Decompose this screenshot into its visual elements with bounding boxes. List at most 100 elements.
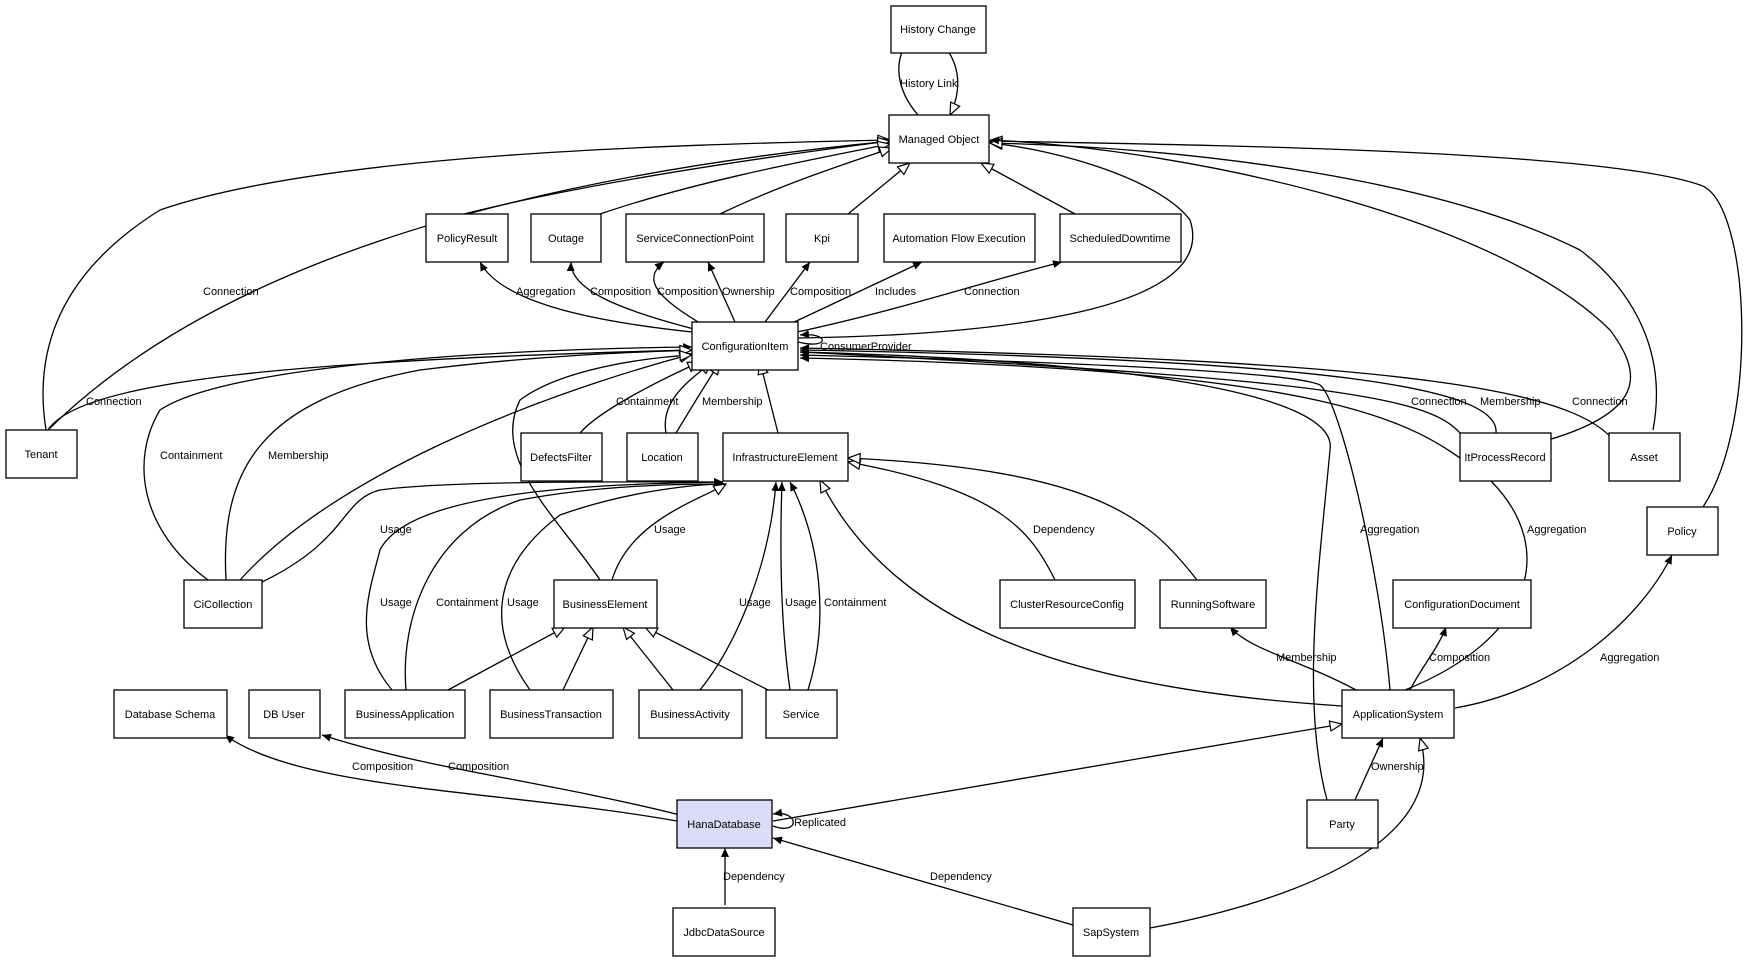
edge-label-hana-dbuser-composition: Composition: [448, 761, 509, 773]
edge-label-ci-downtime: Connection: [964, 286, 1020, 298]
node-label: InfrastructureElement: [732, 452, 837, 464]
node-managed-object[interactable]: Managed Object: [888, 114, 990, 164]
edge-label-bizelement-usage: Usage: [654, 524, 686, 536]
edge-label-tenant-mo-connection: Connection: [203, 286, 259, 298]
node-label: ApplicationSystem: [1353, 709, 1444, 721]
edge-label-service-containment: Containment: [824, 597, 886, 609]
edge-sap-hana: [772, 836, 1074, 926]
edge-tenant-mo-2: [47, 137, 893, 431]
node-label: ClusterResourceConfig: [1010, 599, 1124, 611]
node-policy-result[interactable]: PolicyResult: [425, 213, 509, 263]
edge-label-cluster-dependency: Dependency: [1033, 524, 1095, 536]
edge-service-bizelement: [645, 627, 769, 691]
node-jdbc-data-source[interactable]: JdbcDataSource: [672, 907, 776, 957]
node-outage[interactable]: Outage: [530, 213, 602, 263]
node-label: Party: [1329, 819, 1355, 831]
edge-bizact-bizelement: [623, 627, 674, 691]
edge-bizact-infra: [699, 481, 780, 691]
node-label: BusinessActivity: [650, 709, 730, 721]
edge-label-asset-connection: Connection: [1572, 396, 1628, 408]
node-defects-filter[interactable]: DefectsFilter: [520, 432, 603, 482]
node-label: ItProcessRecord: [1464, 452, 1545, 464]
edge-label-hana-schema-composition: Composition: [352, 761, 413, 773]
node-ci-collection[interactable]: CiCollection: [183, 579, 263, 629]
edge-hana-dbuser: [321, 733, 681, 816]
node-configuration-document[interactable]: ConfigurationDocument: [1392, 579, 1532, 629]
edge-cluster-infra: [848, 462, 1056, 581]
edge-bizapp-infra-usage: [365, 478, 724, 691]
node-location[interactable]: Location: [626, 432, 699, 482]
node-kpi[interactable]: Kpi: [785, 213, 859, 263]
node-label: CiCollection: [194, 599, 253, 611]
node-label: ScheduledDowntime: [1070, 233, 1171, 245]
edge-label-collection-containment: Containment: [160, 450, 222, 462]
edge-label-appsys-policy-aggregation: Aggregation: [1600, 652, 1659, 664]
node-scheduled-downtime[interactable]: ScheduledDowntime: [1059, 213, 1182, 263]
node-business-element[interactable]: BusinessElement: [553, 579, 658, 629]
edge-itprocess-mo: [989, 136, 1632, 441]
edge-hana-schema: [224, 734, 678, 822]
edge-label-ci-policyresult: Aggregation: [516, 286, 575, 298]
edge-bizelement-infra: [611, 484, 726, 581]
node-it-process-record[interactable]: ItProcessRecord: [1459, 432, 1552, 482]
edge-hana-appsys: [772, 724, 1342, 822]
node-label: BusinessApplication: [356, 709, 454, 721]
node-label: PolicyResult: [437, 233, 498, 245]
node-label: Tenant: [24, 449, 57, 461]
edge-label-ci-outage: Composition: [590, 286, 651, 298]
node-label: SapSystem: [1083, 927, 1139, 939]
node-service-connection-point[interactable]: ServiceConnectionPoint: [625, 213, 765, 263]
node-label: Database Schema: [125, 709, 216, 721]
node-database-schema[interactable]: Database Schema: [113, 689, 228, 739]
edge-collection-ci-containment: [143, 343, 693, 581]
nodes: History Change Managed Object PolicyResu…: [5, 5, 1719, 957]
edge-label-bizapp-usage: Usage: [380, 597, 412, 609]
node-label: Policy: [1667, 526, 1697, 538]
node-business-application[interactable]: BusinessApplication: [344, 689, 466, 739]
edge-asset-ci: [799, 344, 1621, 451]
node-configuration-item[interactable]: ConfigurationItem: [691, 321, 799, 371]
edge-label-appsys-running-membership: Membership: [1276, 652, 1337, 664]
edge-tenant-ci: [47, 346, 693, 431]
node-application-system[interactable]: ApplicationSystem: [1341, 689, 1455, 739]
edge-appsys-doc: [1409, 626, 1447, 691]
node-tenant[interactable]: Tenant: [5, 429, 78, 479]
node-cluster-resource-config[interactable]: ClusterResourceConfig: [999, 579, 1136, 629]
edge-label-ci-self: ConsumerProvider: [820, 341, 912, 353]
edge-label-hana-replicated: Replicated: [794, 817, 846, 829]
node-history-change[interactable]: History Change: [890, 5, 987, 54]
node-sap-system[interactable]: SapSystem: [1072, 907, 1151, 957]
edge-bizelement-ci: [512, 355, 692, 581]
edge-tenant-mo-1: [42, 140, 890, 431]
node-business-activity[interactable]: BusinessActivity: [638, 689, 743, 739]
node-party[interactable]: Party: [1306, 799, 1379, 849]
node-automation-flow-execution[interactable]: Automation Flow Execution: [883, 213, 1036, 263]
node-label: HanaDatabase: [687, 819, 760, 831]
edge-kpi-mo: [847, 163, 910, 215]
node-business-transaction[interactable]: BusinessTransaction: [489, 689, 614, 739]
edge-label-sap-dependency: Dependency: [930, 871, 992, 883]
node-hana-database[interactable]: HanaDatabase: [676, 799, 773, 849]
node-label: ServiceConnectionPoint: [636, 233, 753, 245]
node-label: ConfigurationItem: [702, 341, 789, 353]
node-service[interactable]: Service: [765, 689, 838, 739]
edge-label-service-usage: Usage: [785, 597, 817, 609]
edge-label-party-ownership: Ownership: [1371, 761, 1424, 773]
edge-label-itprocess-membership: Membership: [1480, 396, 1541, 408]
node-running-software[interactable]: RunningSoftware: [1159, 579, 1267, 629]
node-label: Location: [641, 452, 683, 464]
node-asset[interactable]: Asset: [1608, 432, 1681, 482]
edge-label-biztrans-usage: Usage: [507, 597, 539, 609]
edge-ci-scp-ownership: [707, 261, 736, 323]
edge-party-ci: [799, 348, 1331, 801]
edge-collection-ci-membership: [224, 350, 692, 581]
edge-labels: History Link Connection Aggregation Comp…: [86, 78, 1659, 883]
edge-bizapp-infra-containment: [404, 480, 724, 691]
edge-label-appsys-ci-aggregation2: Aggregation: [1527, 524, 1586, 536]
node-policy[interactable]: Policy: [1646, 506, 1719, 556]
node-db-user[interactable]: DB User: [248, 689, 321, 739]
node-infrastructure-element[interactable]: InfrastructureElement: [722, 432, 849, 482]
edge-running-infra: [848, 458, 1198, 581]
edge-appsys-infra: [820, 480, 1343, 707]
